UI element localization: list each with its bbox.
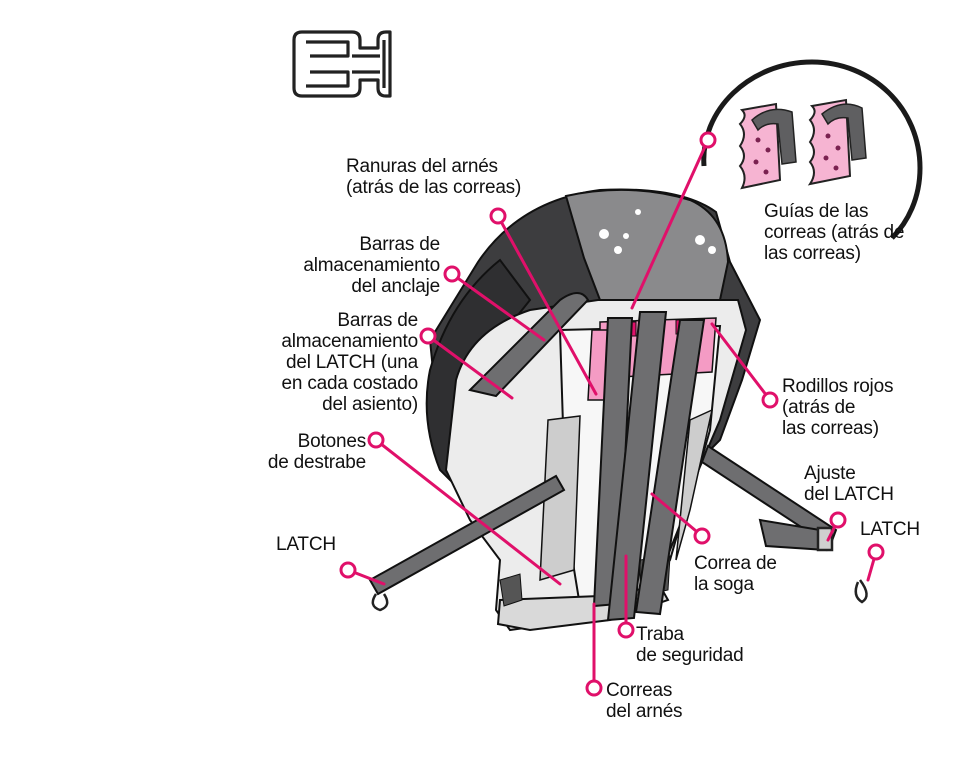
leader-lines	[346, 138, 878, 690]
label-harness-straps: Correas del arnés	[606, 680, 683, 722]
label-release-buttons: Botones de destrabe	[267, 431, 366, 473]
straps	[368, 292, 838, 622]
strap-guide-clip-icon	[292, 30, 392, 98]
leader-dots	[339, 131, 885, 697]
label-latch-left: LATCH	[276, 534, 336, 555]
label-latch-storage-bars: Barras de almacenamiento del LATCH (una …	[281, 310, 418, 415]
label-harness-slots: Ranuras del arnés (atrás de las correas)	[346, 156, 522, 198]
label-anchor-storage-bars: Barras de almacenamiento del anclaje	[303, 234, 440, 297]
label-safety-lock: Traba de seguridad	[636, 624, 744, 666]
label-strap-guides: Guías de las correas (atrás de las corre…	[764, 201, 905, 264]
label-latch-adjust: Ajuste del LATCH	[804, 463, 894, 505]
label-latch-right: LATCH	[860, 519, 920, 540]
zoom-circle	[701, 59, 923, 240]
label-red-rollers: Rodillos rojos (atrás de las correas)	[782, 376, 894, 439]
latch-connectors	[371, 526, 868, 612]
label-tether-strap: Correa de la soga	[694, 553, 777, 595]
strap-guide-detail	[738, 98, 867, 190]
